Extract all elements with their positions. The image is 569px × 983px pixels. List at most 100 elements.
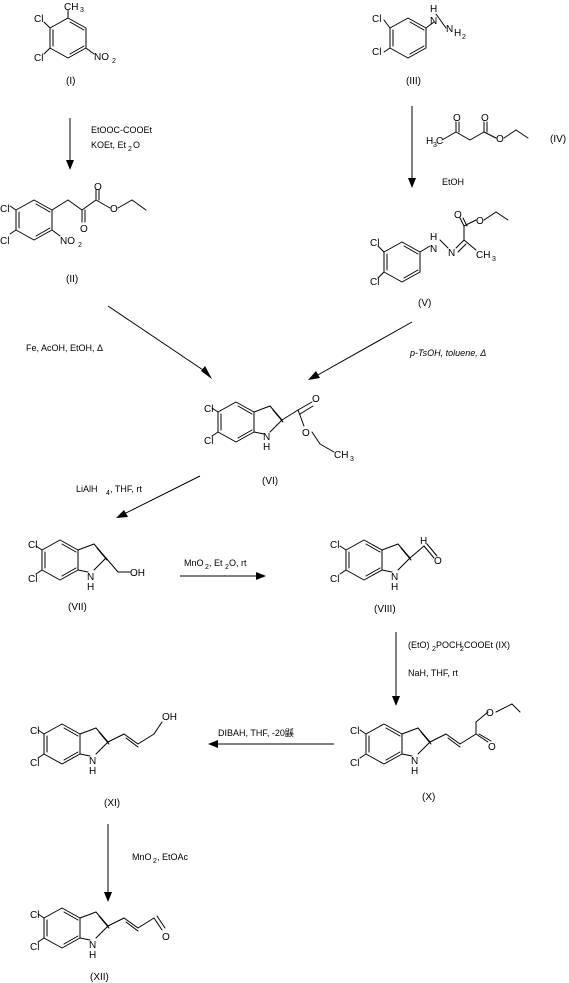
- condition-X-to-XI: DIBAH, THF, -20鼷: [218, 727, 294, 738]
- condition-VIII-to-X-3: COOEt (IX): [464, 640, 510, 650]
- compound-label-IV: (IV): [550, 134, 566, 145]
- atom-label: Cl: [370, 238, 379, 249]
- arrow-X-to-XI: [208, 740, 334, 748]
- compound-VII-structure: Cl Cl N H OH: [28, 539, 145, 593]
- atom-label: NO: [60, 236, 75, 247]
- atom-label: Cl: [30, 758, 39, 769]
- condition-II-to-VI: Fe, AcOH, EtOH, Δ: [26, 343, 103, 353]
- condition-sub: 2: [460, 646, 464, 653]
- atom-label: N: [391, 572, 398, 583]
- atom-label: OH: [162, 712, 177, 723]
- condition-sub: 4: [106, 490, 110, 497]
- atom-label: Cl: [370, 277, 379, 288]
- atom-sub: 3: [350, 456, 354, 463]
- condition-I-to-II-2: KOEt, Et: [91, 140, 127, 150]
- atom-label: H: [454, 28, 461, 39]
- atom-label: Cl: [30, 726, 39, 737]
- arrow-VII-to-VIII: [180, 572, 266, 580]
- compound-XII-structure: Cl Cl N H O: [30, 907, 170, 961]
- compound-VI-structure: Cl Cl N H O O CH 3: [204, 394, 354, 463]
- atom-label: O: [481, 113, 489, 124]
- atom-label: N: [430, 16, 437, 27]
- condition-sub: 2: [153, 858, 157, 865]
- atom-label: O: [162, 932, 170, 943]
- atom-label: O: [453, 113, 461, 124]
- condition-sub: 2: [205, 564, 209, 571]
- atom-label: H: [87, 582, 94, 593]
- compound-label-II: (II): [66, 274, 78, 285]
- compound-label-VI: (VI): [262, 476, 278, 487]
- compound-II-structure: Cl Cl O O O NO 2: [0, 182, 147, 249]
- atom-sub: 2: [462, 34, 466, 41]
- condition-VII-to-VIII-2: , Et: [209, 558, 223, 568]
- atom-label: O: [486, 708, 494, 719]
- atom-label: CH: [334, 450, 348, 461]
- atom-label: N: [448, 248, 455, 259]
- atom-label: O: [80, 224, 88, 235]
- condition-V-to-VI: p-TsOH, toluene, Δ: [409, 348, 486, 358]
- condition-VII-to-VIII-3: O, rt: [229, 558, 247, 568]
- atom-label: Cl: [372, 47, 381, 58]
- compound-label-I: (I): [66, 76, 75, 87]
- atom-label: H: [391, 582, 398, 593]
- atom-label: H: [430, 232, 437, 243]
- condition-I-to-II-1: EtOOC-COOEt: [91, 125, 153, 135]
- atom-label: O: [110, 204, 118, 215]
- atom-label: H: [263, 442, 270, 453]
- compound-I-structure: CH 3 Cl Cl NO 2: [34, 2, 116, 65]
- atom-sub: 3: [80, 7, 84, 14]
- atom-label: H: [430, 4, 437, 15]
- condition-VII-to-VIII-1: MnO: [184, 558, 204, 568]
- atom-label: O: [496, 134, 504, 145]
- atom-label: H: [420, 536, 427, 547]
- atom-label: Cl: [204, 436, 213, 447]
- condition-sub: 2: [128, 146, 132, 153]
- atom-label: Cl: [0, 236, 9, 247]
- arrow-II-to-VI: [107, 305, 212, 379]
- atom-label: Cl: [0, 204, 9, 215]
- compound-V-structure: Cl Cl H N N O O CH 3: [370, 210, 509, 288]
- compound-label-XI: (XI): [104, 798, 120, 809]
- atom-label: Cl: [350, 758, 359, 769]
- atom-label: CH: [64, 2, 78, 13]
- compound-label-XII: (XII): [90, 972, 109, 983]
- compound-XI-structure: Cl Cl N H OH: [30, 712, 177, 777]
- condition-sub: 2: [225, 564, 229, 571]
- atom-label: Cl: [34, 14, 43, 25]
- atom-sub: 3: [492, 256, 496, 263]
- atom-label: Cl: [372, 14, 381, 25]
- atom-label: H: [411, 766, 418, 777]
- arrow-I-to-II: [66, 118, 74, 170]
- atom-label: O: [476, 216, 484, 227]
- condition-VIII-to-X-4: NaH, THF, rt: [408, 668, 458, 678]
- condition-VIII-to-X-1: (EtO): [408, 640, 430, 650]
- atom-label: Cl: [30, 910, 39, 921]
- condition-VI-to-VII-2: , THF, rt: [110, 484, 142, 494]
- condition-XI-to-XII-1: MnO: [132, 852, 152, 862]
- compound-label-X: (X): [422, 792, 435, 803]
- arrow-V-to-VI: [308, 321, 413, 380]
- atom-label: Cl: [34, 53, 43, 64]
- atom-label: H: [426, 136, 433, 147]
- atom-label: Cl: [30, 942, 39, 953]
- atom-label: O: [94, 182, 102, 193]
- compound-IV-structure: H 3 C O O O: [426, 113, 529, 149]
- condition-sub: 2: [432, 646, 436, 653]
- arrow-XI-to-XII: [104, 824, 112, 902]
- atom-label: Cl: [330, 574, 339, 585]
- atom-label: H: [89, 950, 96, 961]
- compound-label-VIII: (VIII): [374, 604, 396, 615]
- atom-label: Cl: [28, 540, 37, 551]
- atom-label: H: [89, 766, 96, 777]
- condition-I-to-II-3: O: [133, 140, 140, 150]
- compound-label-VII: (VII): [68, 602, 87, 613]
- condition-VIII-to-X-2: POCH: [436, 640, 462, 650]
- arrow-III-to-V: [408, 106, 416, 188]
- atom-label: C: [436, 136, 443, 147]
- atom-label: NO: [94, 52, 109, 63]
- compound-X-structure: Cl Cl N H O O: [350, 703, 521, 777]
- atom-sub: 3: [433, 142, 437, 149]
- condition-III-to-V: EtOH: [442, 177, 464, 187]
- compound-label-III: (III): [406, 76, 421, 87]
